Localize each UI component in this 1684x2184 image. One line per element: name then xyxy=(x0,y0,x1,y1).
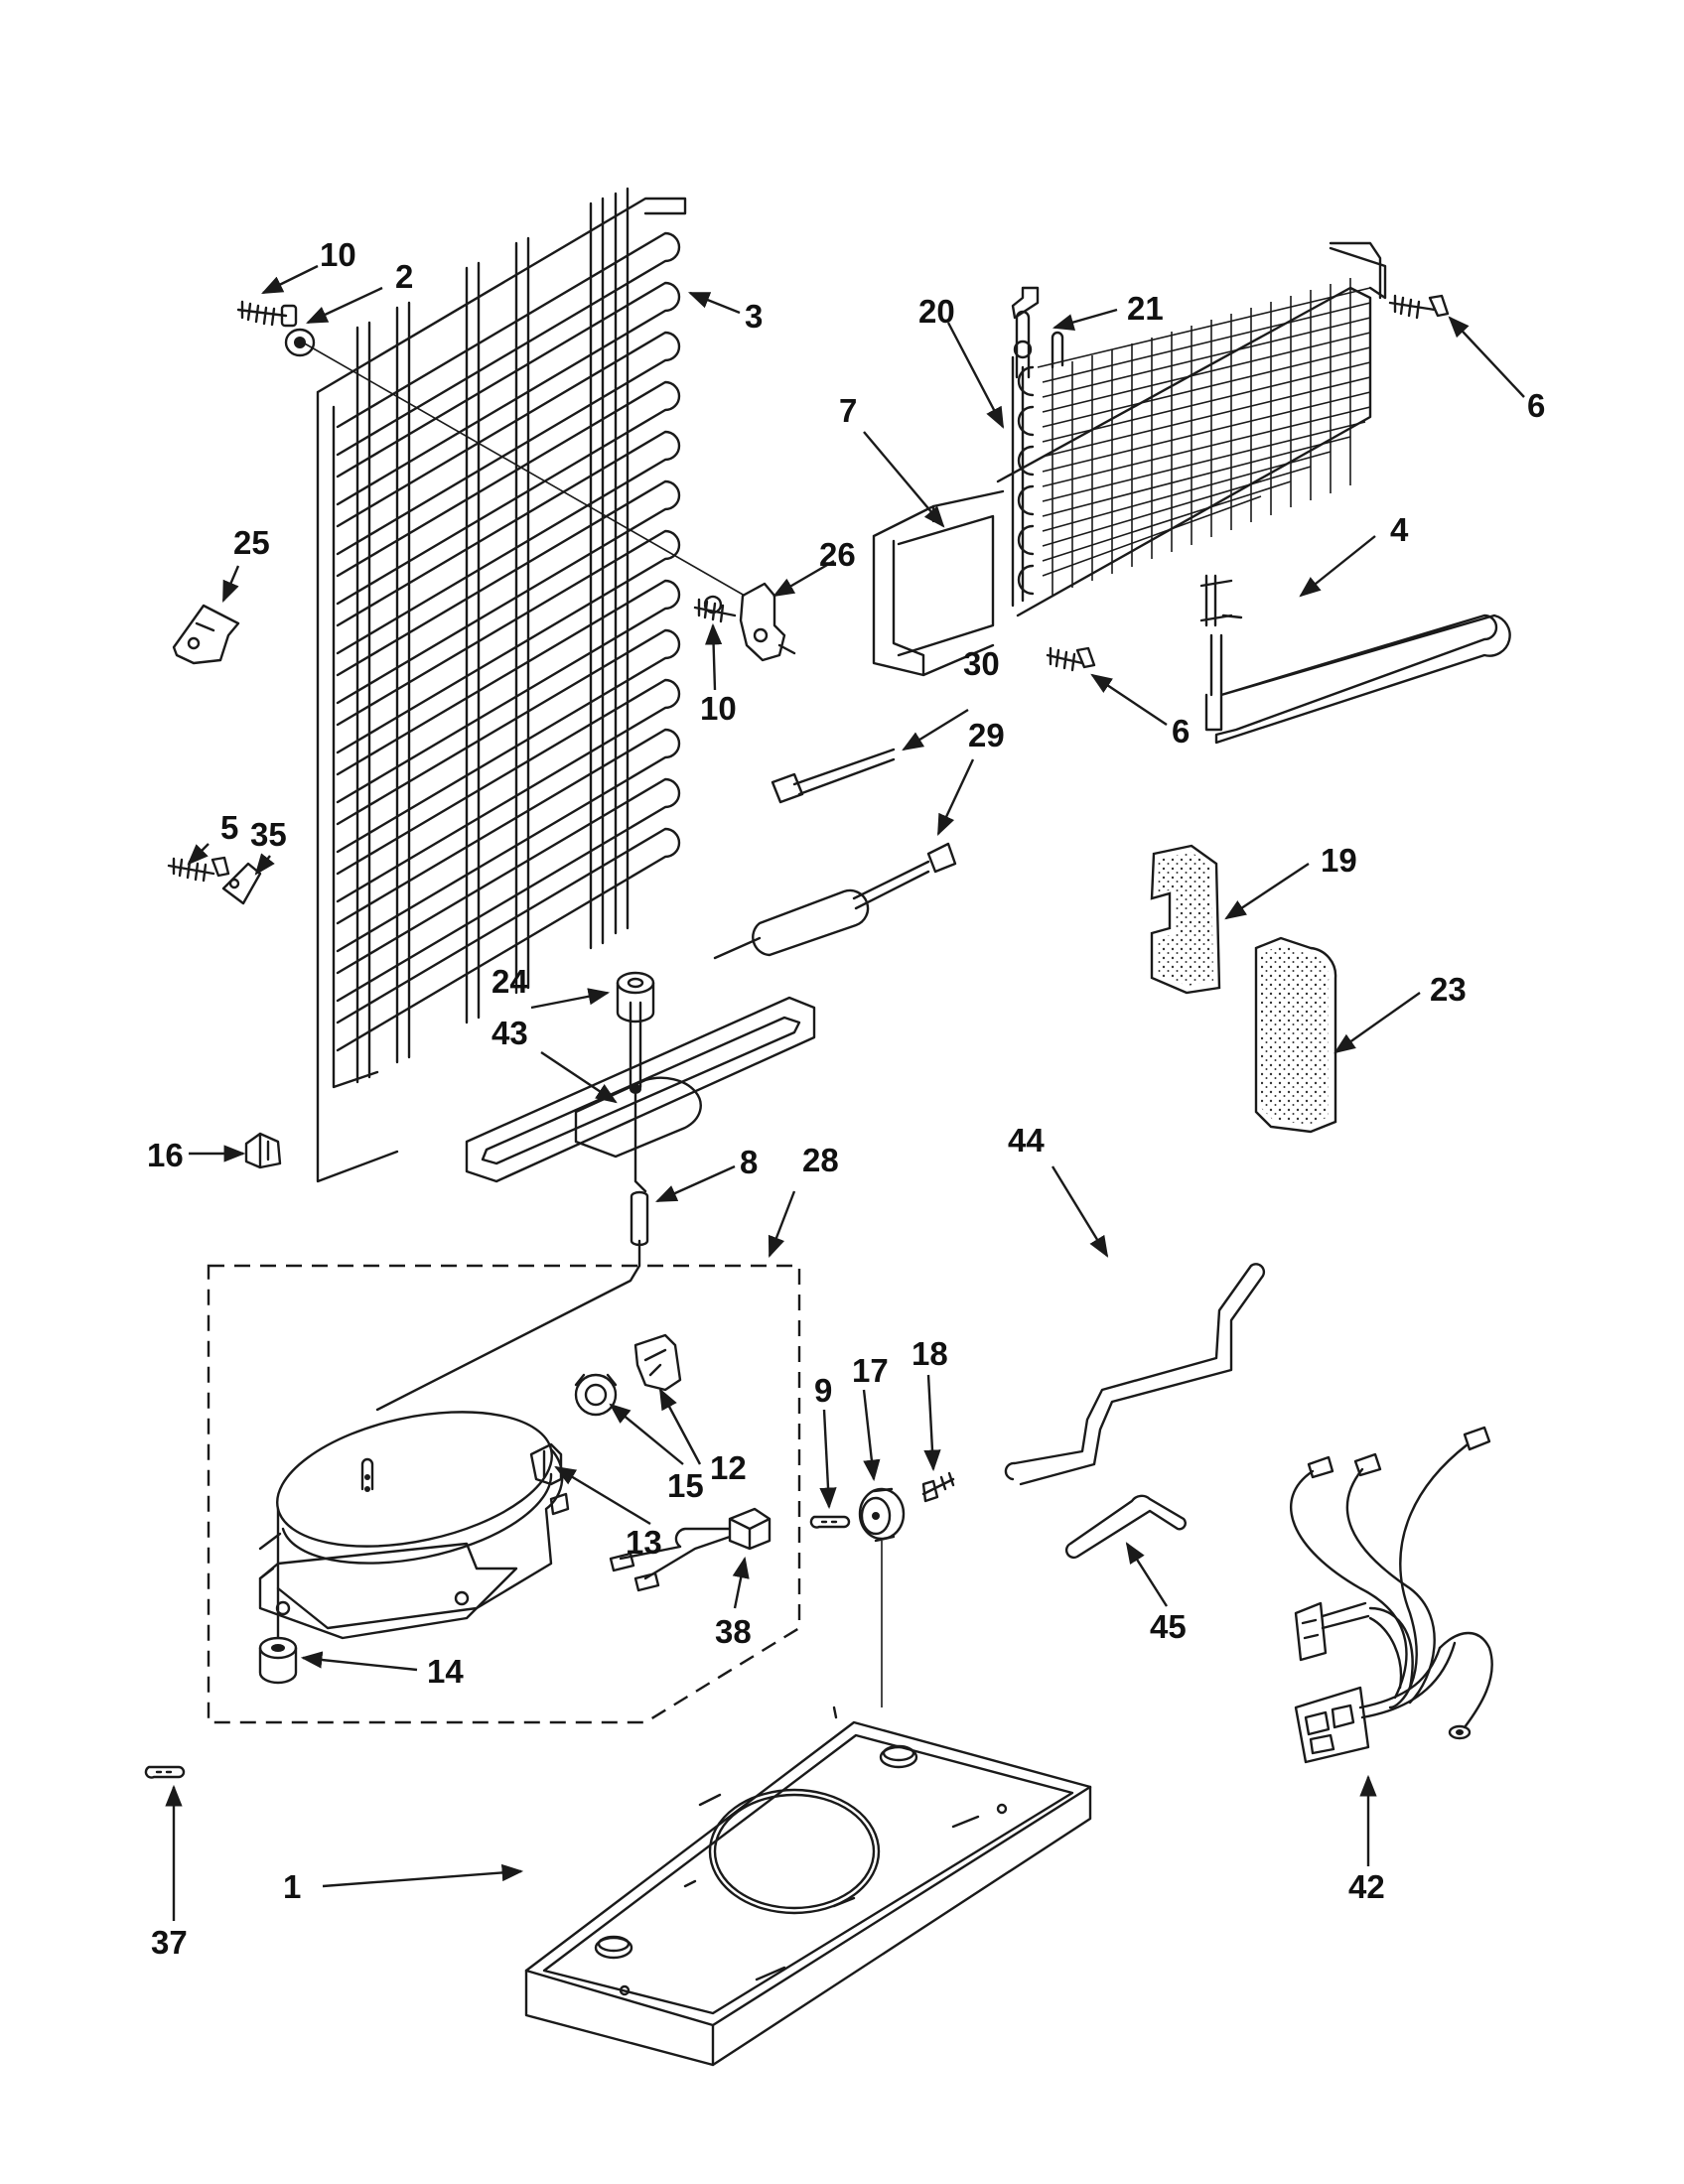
screw-icon xyxy=(1388,294,1450,320)
callout-leaders xyxy=(165,264,1525,1921)
wiring-harness-icon xyxy=(1289,1426,1493,1764)
callout-24: 24 xyxy=(491,963,528,1000)
foam-block-icon xyxy=(1254,936,1337,1134)
screw-icon xyxy=(693,595,737,623)
screw-icon xyxy=(921,1471,955,1503)
clip-icon xyxy=(144,1765,186,1779)
callout-19: 19 xyxy=(1321,842,1357,879)
callout-8: 8 xyxy=(740,1144,758,1180)
callout-5: 5 xyxy=(220,809,238,846)
callout-38: 38 xyxy=(715,1613,752,1650)
relay-icon xyxy=(574,1373,618,1417)
compressor-kit-boundary xyxy=(207,1264,801,1724)
callout-29: 29 xyxy=(968,717,1005,753)
defrost-thermostat-icon xyxy=(713,842,957,960)
callout-17: 17 xyxy=(852,1352,889,1389)
grommet-icon xyxy=(258,1586,298,1685)
callout-23: 23 xyxy=(1430,971,1467,1008)
roller-icon xyxy=(858,1487,906,1543)
screw-icon xyxy=(1046,646,1096,672)
tube-icon xyxy=(375,1190,649,1412)
callout-45: 45 xyxy=(1150,1608,1187,1645)
callout-28: 28 xyxy=(802,1142,839,1178)
callout-21: 21 xyxy=(1127,290,1164,327)
washer-icon xyxy=(284,328,316,357)
drain-tube-icon xyxy=(1004,1263,1266,1486)
drain-pan-icon xyxy=(465,996,816,1193)
callout-10-top: 10 xyxy=(320,236,356,273)
condenser-coil xyxy=(316,187,687,1183)
capacitor-icon xyxy=(619,1507,772,1580)
tube-icon xyxy=(1064,1494,1187,1560)
callout-35: 35 xyxy=(250,816,287,853)
compressor-icon xyxy=(258,1411,570,1640)
screw-icon xyxy=(236,300,298,328)
callout-30: 30 xyxy=(963,645,1000,682)
clip-icon xyxy=(221,862,262,905)
bracket-icon xyxy=(172,604,240,665)
callout-20: 20 xyxy=(918,293,955,330)
callout-18: 18 xyxy=(912,1335,948,1372)
callout-42: 42 xyxy=(1348,1868,1385,1905)
relay-cover-icon xyxy=(633,1333,682,1392)
callout-10-mid: 10 xyxy=(700,690,737,727)
callout-4: 4 xyxy=(1390,511,1409,548)
callout-43: 43 xyxy=(491,1015,528,1051)
thermistor-icon xyxy=(771,748,896,804)
grommet-icon xyxy=(616,971,655,1024)
callout-labels: 1 2 3 4 5 6 6 7 8 9 10 10 12 13 14 15 16… xyxy=(147,236,1545,1961)
callout-7: 7 xyxy=(839,392,857,429)
callout-26: 26 xyxy=(819,536,856,573)
callout-1: 1 xyxy=(283,1868,301,1905)
clip-icon xyxy=(1013,340,1033,359)
overload-protector-icon xyxy=(529,1442,563,1486)
clip-icon xyxy=(1011,286,1040,320)
callout-15: 15 xyxy=(667,1467,704,1504)
callout-6-top: 6 xyxy=(1527,387,1545,424)
callout-37: 37 xyxy=(151,1924,188,1961)
callout-12: 12 xyxy=(710,1449,747,1486)
screw-icon xyxy=(167,856,230,883)
callout-25: 25 xyxy=(233,524,270,561)
callout-6-bottom: 6 xyxy=(1172,713,1190,750)
callout-13: 13 xyxy=(626,1524,662,1561)
defrost-heater-icon xyxy=(1199,574,1511,745)
callout-44: 44 xyxy=(1008,1122,1045,1159)
clip-icon xyxy=(809,1515,851,1529)
callout-2: 2 xyxy=(395,258,413,295)
callout-3: 3 xyxy=(745,298,763,335)
bracket-icon xyxy=(739,582,796,662)
callout-16: 16 xyxy=(147,1137,184,1173)
base-tray-icon xyxy=(524,1706,1092,2067)
clip-icon xyxy=(244,1132,282,1169)
callout-14: 14 xyxy=(427,1653,464,1690)
connector-icon xyxy=(609,1552,660,1592)
foam-block-icon xyxy=(1150,844,1221,995)
callout-9: 9 xyxy=(814,1372,832,1409)
